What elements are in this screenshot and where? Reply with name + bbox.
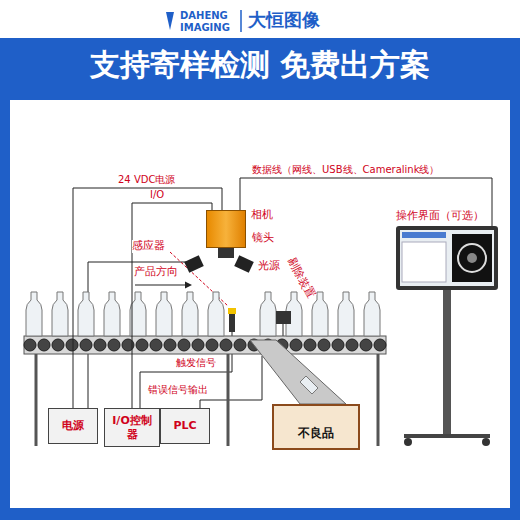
- camera: 相机: [206, 210, 246, 248]
- part-name: 光源: [258, 260, 280, 273]
- monitor-screen: [398, 228, 496, 288]
- direction-arrow: [135, 284, 186, 285]
- roller: [192, 339, 204, 351]
- wire: [132, 203, 212, 408]
- part-name: 镜头: [252, 232, 274, 245]
- banner-title: 支持寄样检测 免费出方案: [0, 48, 520, 83]
- logo-divider: [240, 10, 242, 32]
- light-source: [234, 255, 254, 273]
- wire-label: 数据线（网线、USB线、Cameralink线）: [252, 164, 439, 176]
- bottle: [208, 292, 224, 336]
- wheel: [482, 438, 490, 446]
- screen-ring-core: [467, 253, 477, 263]
- logo-text: IMAGING: [180, 22, 230, 34]
- roller: [136, 339, 148, 351]
- roller: [52, 339, 64, 351]
- wires: [88, 262, 283, 408]
- roller: [220, 339, 232, 351]
- roller: [206, 339, 218, 351]
- bottle: [78, 292, 94, 336]
- monitor-pole: [443, 290, 451, 434]
- roller: [360, 339, 372, 351]
- bottle: [104, 292, 120, 336]
- bottle: [260, 292, 276, 336]
- screen-panel: [402, 242, 446, 282]
- bottle: [156, 292, 172, 336]
- node-text: 电源: [60, 417, 86, 434]
- io-controller-box: I/O控制器: [104, 408, 160, 447]
- node-text: 不良品: [298, 425, 334, 442]
- roller: [80, 339, 92, 351]
- bottles: [26, 292, 380, 336]
- blue-ground: [0, 38, 520, 520]
- bottle: [312, 292, 328, 336]
- screen-ring: [458, 244, 486, 272]
- screen-bar: [402, 232, 446, 238]
- wire: [240, 178, 492, 226]
- roller: [94, 339, 106, 351]
- roller: [234, 339, 246, 351]
- conveyor-frame: [24, 336, 386, 354]
- sensor-head: [228, 308, 236, 314]
- conveyor-rollers: [24, 339, 386, 351]
- monitor-base: [404, 434, 490, 438]
- roller: [66, 339, 78, 351]
- bottle: [26, 292, 42, 336]
- light-source: [184, 255, 204, 273]
- white-panel: [10, 100, 510, 508]
- reject-chute: [250, 340, 346, 404]
- power-box: 电源: [48, 408, 98, 444]
- roller: [318, 339, 330, 351]
- roller: [332, 339, 344, 351]
- signal-name: 触发信号: [176, 357, 216, 369]
- wire-label: 24 VDC电源: [118, 174, 175, 186]
- bottle: [52, 292, 68, 336]
- logo-text: DAHENG: [180, 10, 228, 22]
- direction-label: 产品方向: [134, 266, 178, 279]
- roller: [290, 339, 302, 351]
- logo-mark: [166, 12, 174, 30]
- screen-image: [452, 234, 492, 282]
- node-text: PLC: [171, 417, 198, 434]
- rejected-bottle: [300, 376, 318, 394]
- trigger-wire: [140, 332, 232, 408]
- roller: [150, 339, 162, 351]
- roller: [108, 339, 120, 351]
- node-text: 相机: [251, 207, 273, 222]
- signal-name: 错误信号输出: [148, 384, 208, 396]
- roller: [374, 339, 386, 351]
- direction-arrowhead: [185, 282, 192, 289]
- logo-text: 大恒图像: [248, 10, 320, 31]
- operator-monitor: 操作界面（可选）: [396, 226, 498, 290]
- wheel: [404, 438, 412, 446]
- part-name: 感应器: [132, 240, 165, 253]
- roller: [346, 339, 358, 351]
- part-name: 剔除装置: [285, 256, 317, 301]
- roller: [164, 339, 176, 351]
- node-text: I/O控制器: [105, 412, 159, 442]
- lens: [218, 248, 234, 258]
- roller: [178, 339, 190, 351]
- roller: [304, 339, 316, 351]
- reject-bin: 不良品: [272, 404, 360, 450]
- roller: [38, 339, 50, 351]
- roller: [24, 339, 36, 351]
- wire: [73, 188, 222, 408]
- bottle: [364, 292, 380, 336]
- bottle: [182, 292, 198, 336]
- plc-box: PLC: [160, 408, 210, 444]
- wire-label: I/O: [150, 189, 164, 201]
- reject-device: [276, 311, 291, 324]
- bottle: [338, 292, 354, 336]
- node-text: 操作界面（可选）: [396, 208, 484, 223]
